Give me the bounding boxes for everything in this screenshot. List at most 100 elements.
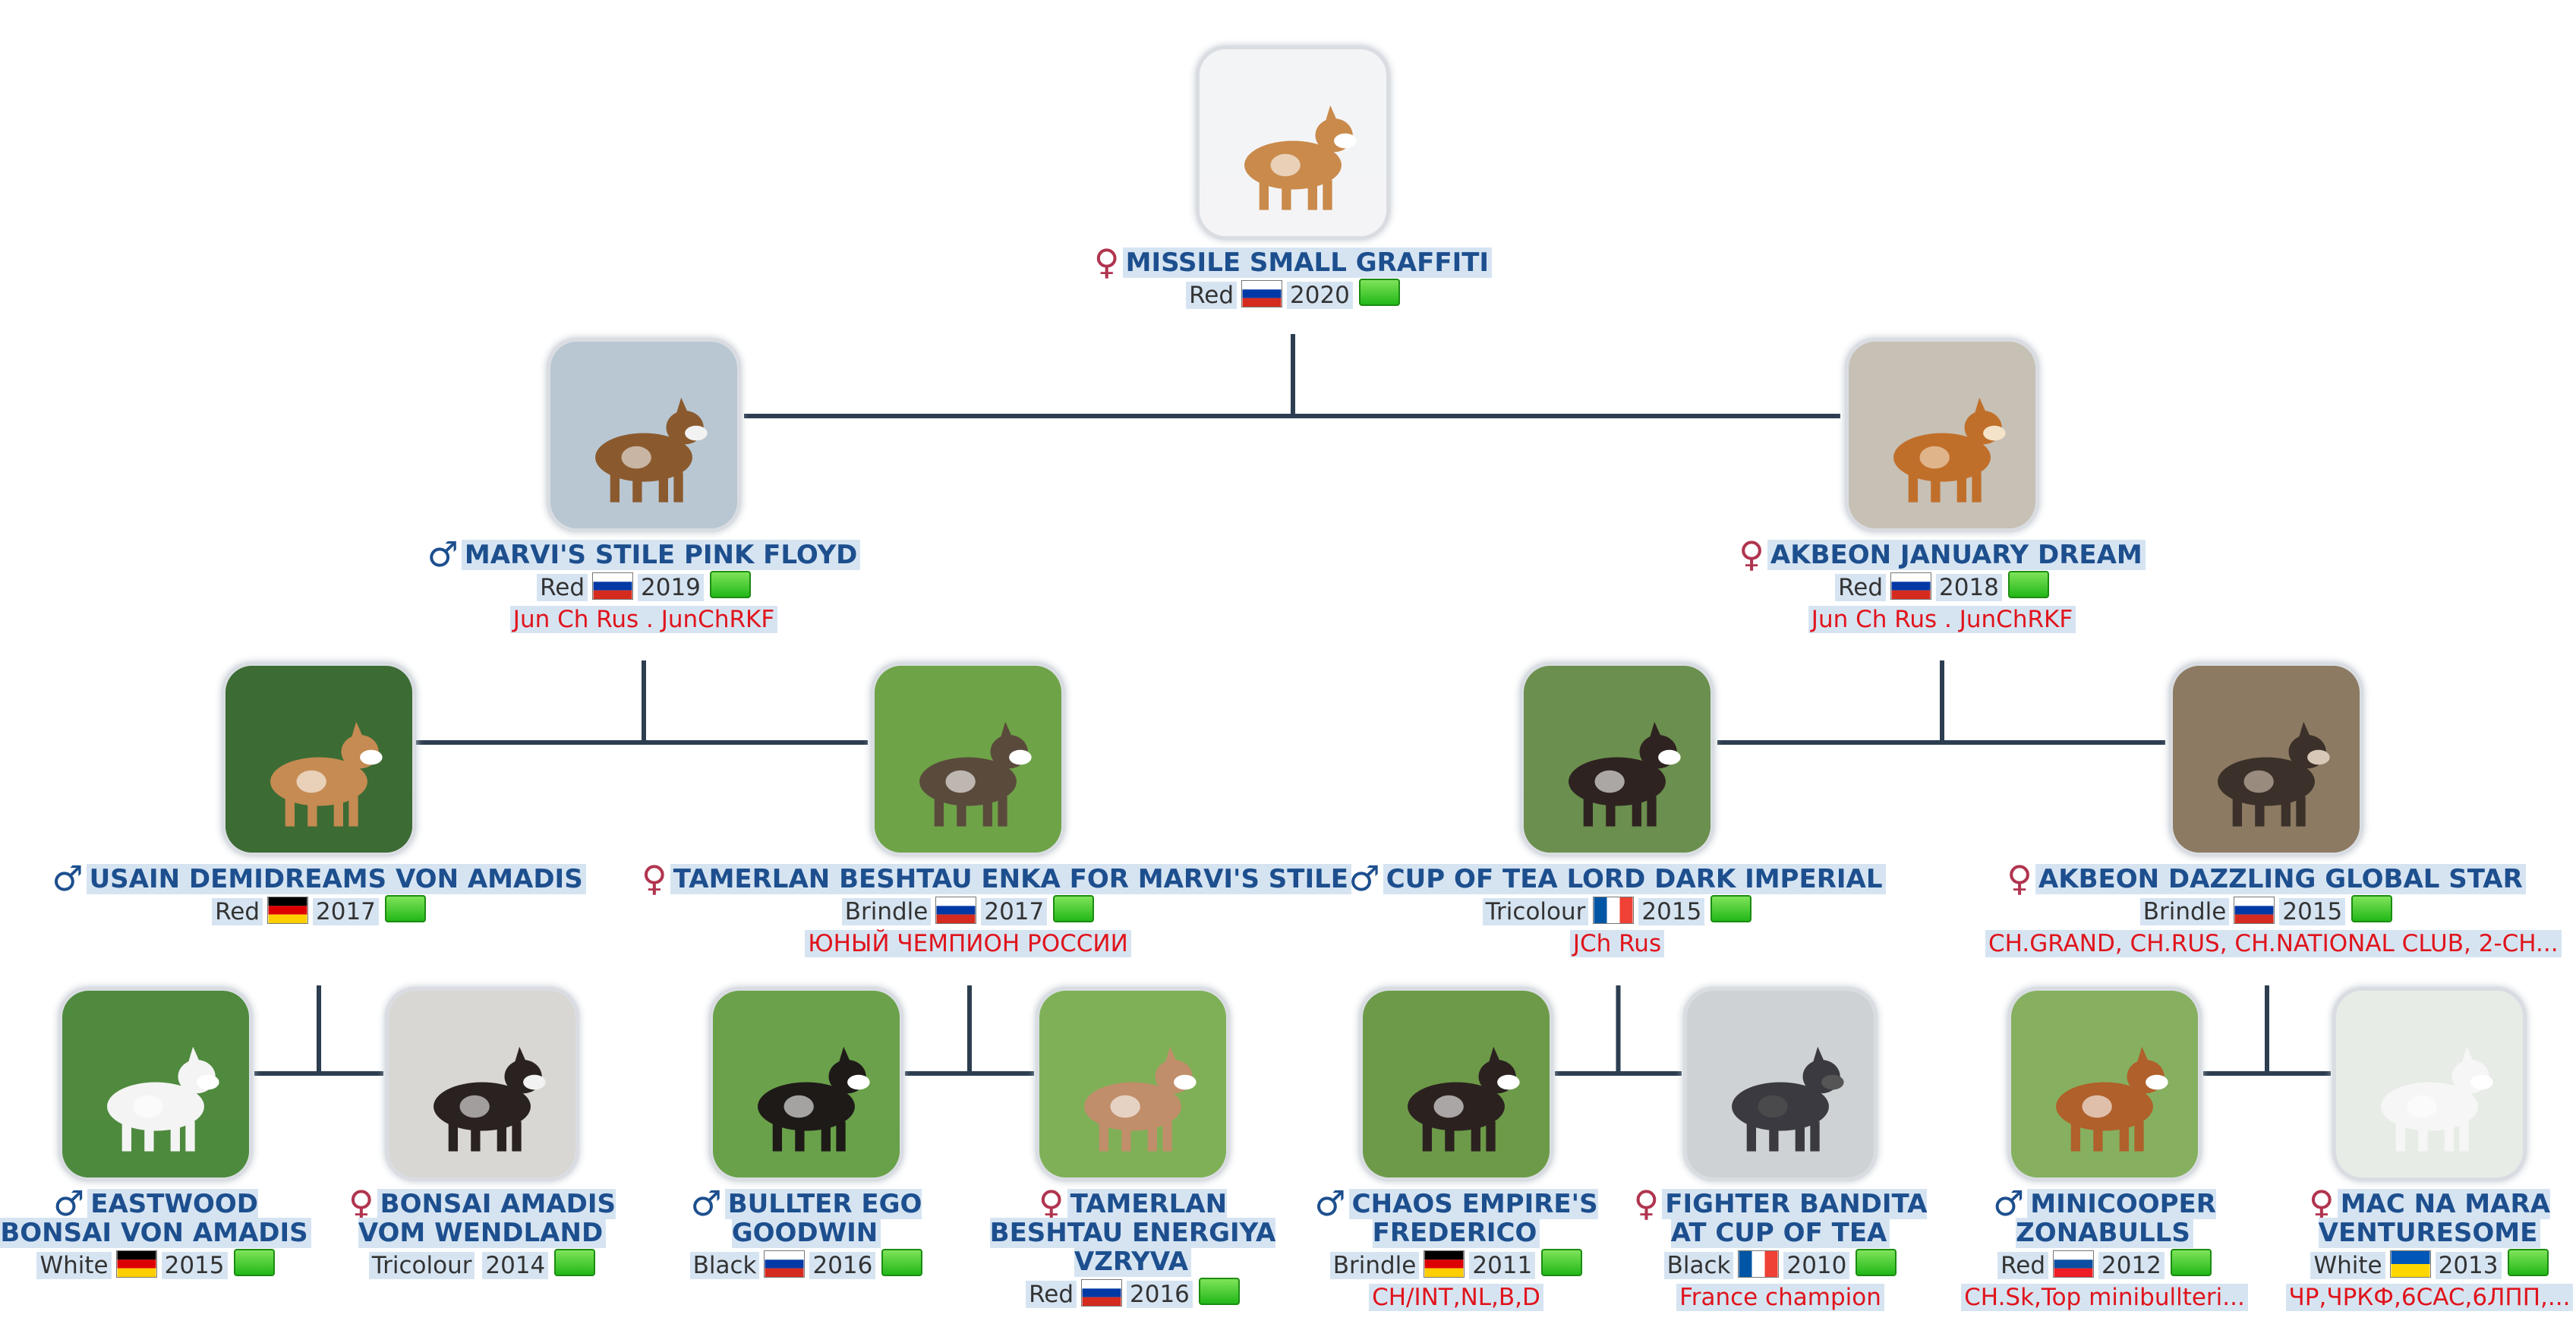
dog-photo[interactable] [2169,662,2363,856]
dog-name[interactable]: MISSILE SMALL GRAFFITI [1122,247,1493,278]
flag-icon [1081,1279,1122,1307]
dog-name[interactable]: CHAOS EMPIRE'S FREDERICO [1348,1189,1598,1248]
dog-year: 2015 [1638,898,1705,925]
dog-name[interactable]: BULLTER EGO GOODWIN [724,1189,922,1248]
dog-photo[interactable] [871,662,1065,856]
dog-year: 2018 [1936,574,2002,601]
flag-icon [1890,572,1931,600]
dog-titles: CH/INT,NL,B,D [1301,1282,1612,1313]
health-status-icon [2351,895,2393,922]
dog-photo[interactable] [709,987,903,1181]
flag-icon [592,572,633,600]
female-icon: ♀ [348,1183,374,1224]
dog-name[interactable]: BONSAI AMADIS VOM WENDLAND [358,1189,616,1248]
flag-icon [764,1250,806,1278]
health-status-icon [1541,1249,1583,1276]
female-icon: ♀ [1739,534,1764,575]
dog-name[interactable]: MARVI'S STILE PINK FLOYD [461,540,861,570]
dog-titles: ЧР,ЧРКФ,6CAC,6ЛПП,... [2274,1282,2576,1313]
dog-photo[interactable] [1520,662,1714,856]
dog-year: 2017 [981,898,1048,925]
flag-icon [2053,1250,2094,1278]
dog-name[interactable]: TAMERLAN BESHTAU ENKA FOR MARVI'S STILE [670,864,1351,894]
dog-photo[interactable] [1196,46,1390,240]
dog-year: 2015 [161,1252,228,1279]
flag-icon [1593,897,1635,924]
dog-photo[interactable] [1359,987,1553,1181]
dog-info: Tricolour 2015 [1344,895,1890,927]
dog-year: 2014 [482,1252,549,1279]
female-icon: ♀ [642,858,667,899]
health-status-icon [554,1249,596,1276]
male-icon: ♂ [427,534,459,575]
male-icon: ♂ [1314,1183,1346,1224]
dog-name-link[interactable]: ♂EASTWOOD BONSAI VON AMADIS [0,1186,311,1248]
flag-icon [1738,1250,1780,1278]
dog-color: Black [689,1252,760,1279]
dog-info: Tricolour 2014 [326,1249,638,1281]
dog-color: Brindle [2139,898,2230,925]
female-icon: ♀ [1093,241,1120,282]
dog-name-link[interactable]: ♂MINICOOPER ZONABULLS [1949,1186,2260,1248]
dog-name[interactable]: CUP OF TEA LORD DARK IMPERIAL [1383,864,1886,894]
health-status-icon [384,895,426,922]
dog-name[interactable]: TAMERLAN BESHTAU ENERGIYA VZRYVA [989,1189,1276,1277]
dog-name[interactable]: MINICOOPER ZONABULLS [2016,1189,2216,1248]
health-status-icon [2507,1249,2549,1276]
dog-name-link[interactable]: ♀TAMERLAN BESHTAU ENKA FOR MARVI'S STILE [642,861,1351,896]
dog-photo[interactable] [385,987,579,1181]
dog-photo[interactable] [222,662,416,856]
dog-name-link[interactable]: ♂USAIN DEMIDREAMS VON AMADIS [46,861,592,896]
dog-name-link[interactable]: ♀TAMERLAN BESHTAU ENERGIYA VZRYVA [977,1186,1288,1277]
dog-name[interactable]: FIGHTER BANDITA AT CUP OF TEA [1662,1189,1928,1248]
dog-name-link[interactable]: ♀MISSILE SMALL GRAFFITI [989,244,1597,279]
dog-color: Tricolour [368,1252,475,1279]
dog-photo[interactable] [58,987,253,1181]
dog-name[interactable]: USAIN DEMIDREAMS VON AMADIS [86,864,586,894]
dog-name[interactable]: AKBEON JANUARY DREAM [1767,540,2146,570]
dog-name-link[interactable]: ♂CUP OF TEA LORD DARK IMPERIAL [1344,861,1890,896]
dog-titles: Jun Ch Rus . JunChRKF [1638,604,2246,635]
health-status-icon [2007,571,2049,598]
dog-name-link[interactable]: ♂MARVI'S STILE PINK FLOYD [340,537,947,572]
dog-name-link[interactable]: ♀AKBEON JANUARY DREAM [1638,537,2246,572]
dog-titles: France champion [1625,1282,1936,1313]
dog-name-link[interactable]: ♀BONSAI AMADIS VOM WENDLAND [326,1186,638,1248]
dog-photo[interactable] [1683,987,1878,1181]
dog-name-link[interactable]: ♀MAC NA MARA VENTURESOME [2274,1186,2576,1248]
dog-name-link[interactable]: ♂CHAOS EMPIRE'S FREDERICO [1301,1186,1612,1248]
dog-name[interactable]: MAC NA MARA VENTURESOME [2318,1189,2550,1248]
dog-name[interactable]: AKBEON DAZZLING GLOBAL STAR [2035,864,2526,894]
dog-name-link[interactable]: ♀AKBEON DAZZLING GLOBAL STAR [1985,861,2547,896]
dog-photo[interactable] [547,338,741,532]
health-status-icon [1711,895,1752,922]
dog-color: Red [212,898,263,925]
female-icon: ♀ [1038,1183,1064,1224]
dog-color: Red [1835,574,1886,601]
dog-year: 2011 [1469,1252,1536,1279]
dog-color: Tricolour [1482,898,1589,925]
dog-name-link[interactable]: ♀FIGHTER BANDITA AT CUP OF TEA [1625,1186,1936,1248]
dog-photo[interactable] [2332,987,2527,1181]
dog-year: 2010 [1783,1252,1850,1279]
dog-photo[interactable] [1845,338,2039,532]
dog-photo[interactable] [1036,987,1230,1181]
dog-name[interactable]: EASTWOOD BONSAI VON AMADIS [0,1189,311,1248]
flag-icon [2234,897,2275,924]
dog-name-link[interactable]: ♂BULLTER EGO GOODWIN [651,1186,962,1248]
dog-color: Brindle [1329,1252,1420,1279]
dog-photo[interactable] [2007,987,2202,1181]
